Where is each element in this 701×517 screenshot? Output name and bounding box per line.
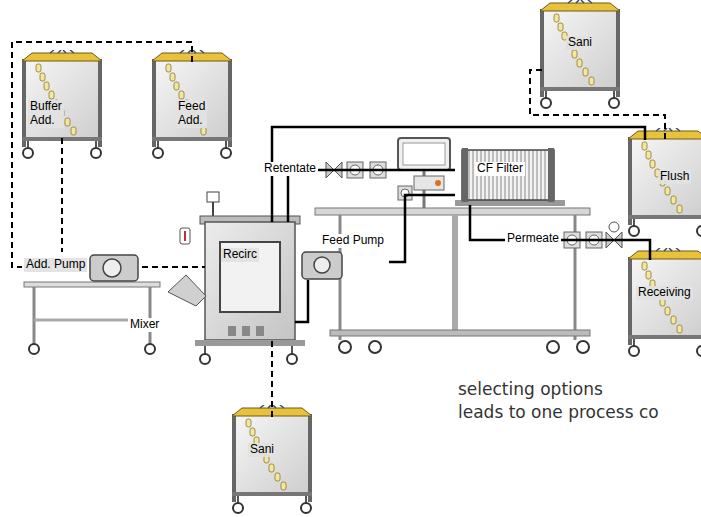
note-text: selecting options bbox=[458, 379, 603, 399]
connector-path bbox=[272, 127, 645, 222]
node-label: Receiving bbox=[636, 286, 693, 300]
dashed-line bbox=[272, 340, 273, 417]
process-line bbox=[470, 205, 650, 260]
node-label: CF Filter bbox=[475, 162, 525, 176]
tank-node: Buffer Add. bbox=[24, 62, 100, 138]
feed-tank bbox=[152, 50, 232, 158]
connector-path bbox=[288, 170, 455, 222]
process-line bbox=[389, 195, 455, 262]
node-label: Recirc bbox=[221, 248, 259, 262]
tank-node: Flush bbox=[630, 140, 700, 216]
node-label: Flush bbox=[658, 170, 691, 184]
filter-node: CF Filter bbox=[455, 148, 560, 205]
permeate-instruments bbox=[564, 222, 622, 248]
node-label: Feed Pump bbox=[320, 234, 386, 248]
mixer-symbol bbox=[168, 275, 206, 306]
node-label: Add. Pump bbox=[24, 258, 87, 272]
tank-node: Feed Add. bbox=[154, 62, 230, 138]
process-line bbox=[272, 127, 645, 222]
connector-path bbox=[271, 340, 273, 417]
node-label: Buffer Add. bbox=[28, 100, 64, 128]
process-line bbox=[295, 280, 308, 322]
tank-node: Sani bbox=[542, 12, 618, 88]
dashed-line bbox=[530, 70, 665, 140]
connector-path bbox=[61, 138, 63, 252]
connector-path bbox=[295, 280, 308, 322]
component-label: Mixer bbox=[128, 318, 161, 332]
tank-node: Receiving bbox=[630, 260, 700, 336]
pump-node: Feed Pump bbox=[298, 232, 389, 280]
note-text: leads to one process co bbox=[458, 402, 659, 422]
connector-path bbox=[389, 195, 455, 262]
connector-path bbox=[530, 70, 665, 140]
flush-tank bbox=[628, 128, 701, 236]
node-label: Sani bbox=[248, 443, 276, 457]
recirc-vessel bbox=[168, 192, 305, 364]
dashed-line bbox=[142, 267, 205, 268]
receiving-tank bbox=[628, 248, 701, 356]
add-pump-cart bbox=[24, 255, 160, 354]
tank-node: Sani bbox=[234, 417, 310, 493]
process-line bbox=[288, 170, 455, 222]
node-label: Feed Add. bbox=[176, 100, 207, 128]
connector-path bbox=[142, 266, 205, 268]
sani-tank bbox=[232, 405, 312, 513]
dashed-line bbox=[62, 138, 63, 252]
line-label: Retentate bbox=[262, 162, 318, 176]
connector-path bbox=[470, 205, 650, 260]
recirc-node: Recirc bbox=[205, 222, 295, 340]
dashed-line bbox=[12, 42, 192, 267]
node-label: Sani bbox=[566, 36, 594, 50]
pump-node: Add. Pump bbox=[22, 252, 142, 282]
sani-tank bbox=[540, 0, 620, 108]
connector-path bbox=[12, 42, 192, 267]
line-label: Permeate bbox=[505, 232, 561, 246]
